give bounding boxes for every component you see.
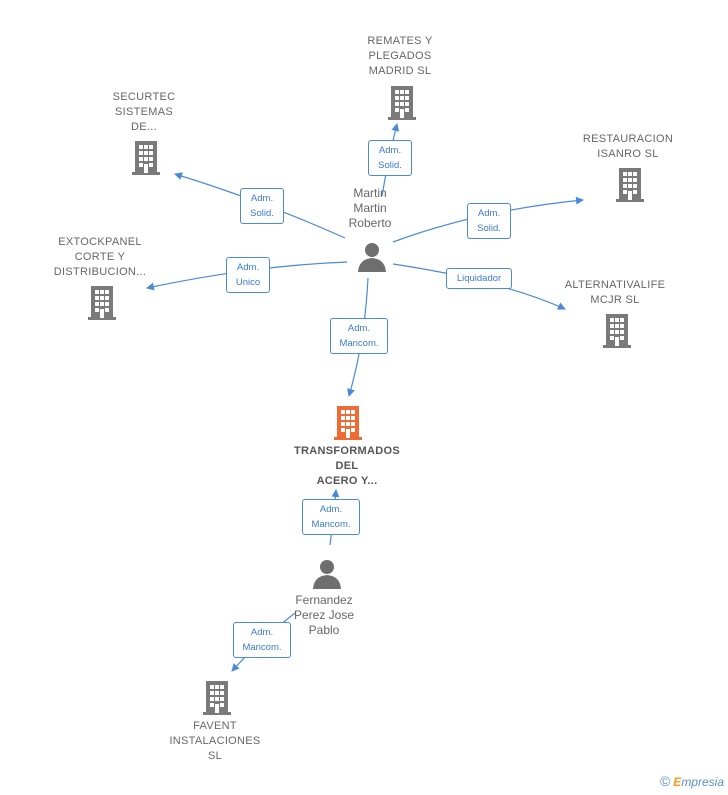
edge-label-fernandez-favent: Adm. Mancom.	[233, 622, 291, 658]
building-icon[interactable]	[602, 312, 632, 348]
node-label-restauracion[interactable]: RESTAURACION ISANRO SL	[582, 133, 674, 160]
copyright-symbol: ©	[659, 773, 671, 789]
node-label-extockpanel[interactable]: EXTOCKPANEL CORTE Y DISTRIBUCION...	[53, 236, 147, 278]
edge-label-fernandez-transformados: Adm. Mancom.	[302, 499, 360, 535]
building-icon[interactable]	[387, 84, 417, 120]
node-label-securtec[interactable]: SECURTEC SISTEMAS DE...	[112, 91, 176, 133]
person-icon[interactable]	[356, 241, 388, 273]
building-icon[interactable]	[131, 139, 161, 175]
edge-label-martin-restauracion: Adm. Solid.	[467, 203, 511, 239]
node-label-favent[interactable]: FAVENT INSTALACIONES SL	[169, 720, 261, 762]
edge-label-martin-alternativalife: Liquidador	[446, 268, 512, 289]
edge-label-martin-transformados: Adm. Mancom.	[330, 318, 388, 354]
edge-label-martin-securtec: Adm. Solid.	[240, 188, 284, 224]
edge-label-martin-extockpanel: Adm. Unico	[226, 257, 270, 293]
person-icon[interactable]	[311, 558, 343, 590]
node-label-remates[interactable]: REMATES Y PLEGADOS MADRID SL	[367, 35, 433, 77]
building-icon[interactable]	[615, 166, 645, 202]
building-icon[interactable]	[202, 679, 232, 715]
edge-label-martin-remates: Adm. Solid.	[368, 140, 412, 176]
node-label-alternativalife[interactable]: ALTERNATIVALIFE MCJR SL	[564, 279, 666, 306]
brand-initial: E	[673, 775, 682, 789]
node-label-martin[interactable]: Martin Martin Roberto	[348, 186, 392, 230]
focus-building-icon[interactable]	[333, 404, 363, 440]
empresia-watermark: ©Empresia	[660, 773, 724, 789]
building-icon[interactable]	[87, 284, 117, 320]
brand-name: mpresia	[681, 775, 724, 789]
node-label-fernandez[interactable]: Fernandez Perez Jose Pablo	[293, 593, 355, 637]
node-label-transformados[interactable]: TRANSFORMADOS DEL ACERO Y...	[294, 445, 400, 487]
